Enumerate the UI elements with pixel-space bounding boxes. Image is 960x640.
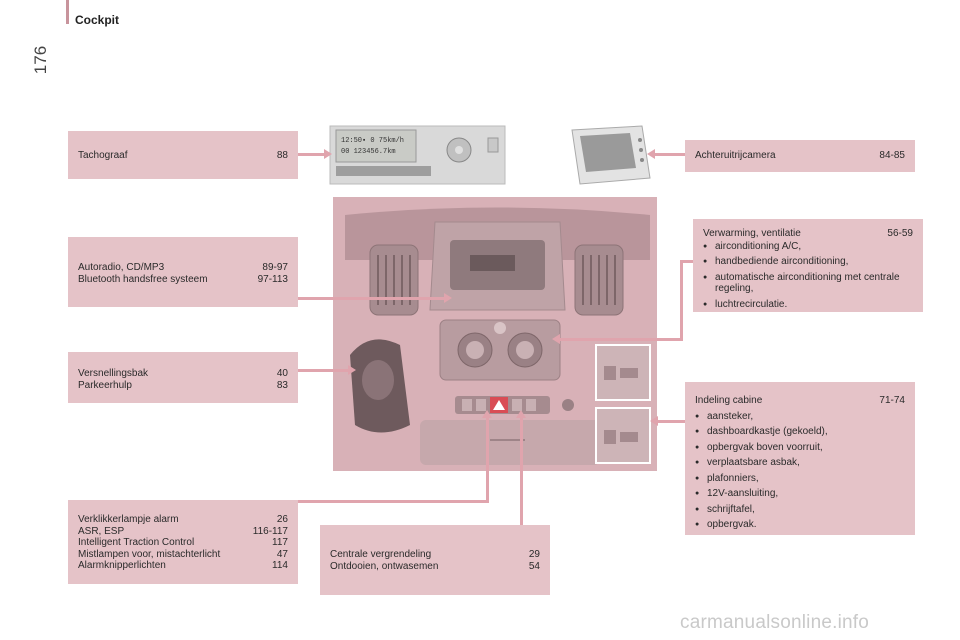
svg-text:12:50▪ 0 75km/h: 12:50▪ 0 75km/h <box>341 137 404 145</box>
callout-label: Autoradio, CD/MP3 <box>78 262 165 273</box>
list-item: plafonniers, <box>695 473 905 485</box>
callout-label: Centrale vergrendeling <box>330 549 432 560</box>
callout-camera: Achteruitrijcamera 84-85 <box>685 140 915 172</box>
heating-connector-h2 <box>560 338 683 341</box>
callout-tachograph: Tachograaf 88 <box>68 131 298 179</box>
tachograph-image: 12:50▪ 0 75km/h 00 123456.7km <box>329 125 506 185</box>
callout-page: 97-113 <box>257 273 288 285</box>
callout-page: 40 <box>276 368 288 379</box>
list-item: schrijftafel, <box>695 504 905 516</box>
callout-label: Parkeerhulp <box>78 379 132 391</box>
list-item: luchtrecirculatie. <box>703 299 913 311</box>
radio-arrow-icon <box>444 293 452 303</box>
list-item: dashboardkastje (gekoeld), <box>695 426 905 438</box>
locking-arrow-icon <box>516 410 526 418</box>
locking-connector-v <box>520 418 523 526</box>
gearbox-connector <box>297 369 349 372</box>
cabin-connector <box>658 420 686 423</box>
callout-page: 56-59 <box>887 228 913 239</box>
callout-radio: Autoradio, CD/MP3 89-97 Bluetooth handsf… <box>68 237 298 307</box>
callout-page: 29 <box>528 549 540 560</box>
callout-page: 71-74 <box>879 395 905 406</box>
list-item: opbergvak. <box>695 519 905 531</box>
list-item: 12V-aansluiting, <box>695 488 905 500</box>
callout-label: Versnellingsbak <box>78 368 149 379</box>
callout-heating: Verwarming, ventilatie 56-59 airconditio… <box>693 219 923 312</box>
reversing-camera-image <box>571 125 651 185</box>
callout-label: Mistlampen voor, mistachterlicht <box>78 548 221 560</box>
callout-label: Verklikkerlampje alarm <box>78 514 179 525</box>
callout-label: Achteruitrijcamera <box>695 150 776 161</box>
radio-connector <box>297 297 445 300</box>
list-item: handbediende airconditioning, <box>703 256 913 268</box>
callout-label: Intelligent Traction Control <box>78 537 195 548</box>
callout-cabin: Indeling cabine 71-74 aansteker, dashboa… <box>685 382 915 535</box>
heating-connector-v <box>680 260 683 340</box>
callout-page: 26 <box>276 514 288 525</box>
callout-page: 117 <box>272 537 288 548</box>
warning-arrow-icon <box>482 410 492 418</box>
callout-label: Alarmknipperlichten <box>78 560 166 571</box>
callout-page: 114 <box>272 560 288 571</box>
heating-arrow-icon <box>552 334 560 344</box>
cabin-arrow-icon <box>650 416 658 426</box>
callout-page: 116-117 <box>252 525 288 537</box>
callout-page: 83 <box>276 379 288 391</box>
camera-arrow-icon <box>647 149 655 159</box>
callout-label: Bluetooth handsfree systeem <box>78 273 208 285</box>
callout-page: 84-85 <box>879 150 905 161</box>
callout-page: 47 <box>276 548 288 560</box>
watermark: carmanualsonline.info <box>680 612 870 633</box>
callout-label: ASR, ESP <box>78 525 125 537</box>
callout-gearbox: Versnellingsbak 40 Parkeerhulp 83 <box>68 352 298 403</box>
dashboard-image <box>333 197 657 471</box>
callout-label: Ontdooien, ontwasemen <box>330 560 439 572</box>
list-item: airconditioning A/C, <box>703 241 913 253</box>
camera-connector <box>655 153 685 156</box>
callout-page: 88 <box>276 150 288 161</box>
tachograph-connector <box>297 153 325 156</box>
header-accent-bar <box>66 0 69 24</box>
warning-connector-h <box>297 500 488 503</box>
heating-connector-h <box>680 260 694 263</box>
warning-connector-v <box>486 418 489 503</box>
callout-locking: Centrale vergrendeling 29 Ontdooien, ontw… <box>320 525 550 595</box>
list-item: verplaatsbare asbak, <box>695 457 905 469</box>
callout-label: Indeling cabine <box>695 395 763 406</box>
tachograph-arrow-icon <box>324 149 332 159</box>
callout-page: 89-97 <box>262 262 288 273</box>
svg-text:00 123456.7km: 00 123456.7km <box>341 148 396 156</box>
section-title: Cockpit <box>75 13 120 27</box>
callout-warning: Verklikkerlampje alarm 26 ASR, ESP 116-117… <box>68 500 298 584</box>
list-item: aansteker, <box>695 411 905 423</box>
list-item: opbergvak boven voorruit, <box>695 442 905 454</box>
callout-page: 54 <box>528 560 540 572</box>
callout-label: Tachograaf <box>78 150 128 161</box>
list-item: automatische airconditioning met central… <box>703 272 913 295</box>
callout-label: Verwarming, ventilatie <box>703 228 801 239</box>
gearbox-arrow-icon <box>348 365 356 375</box>
